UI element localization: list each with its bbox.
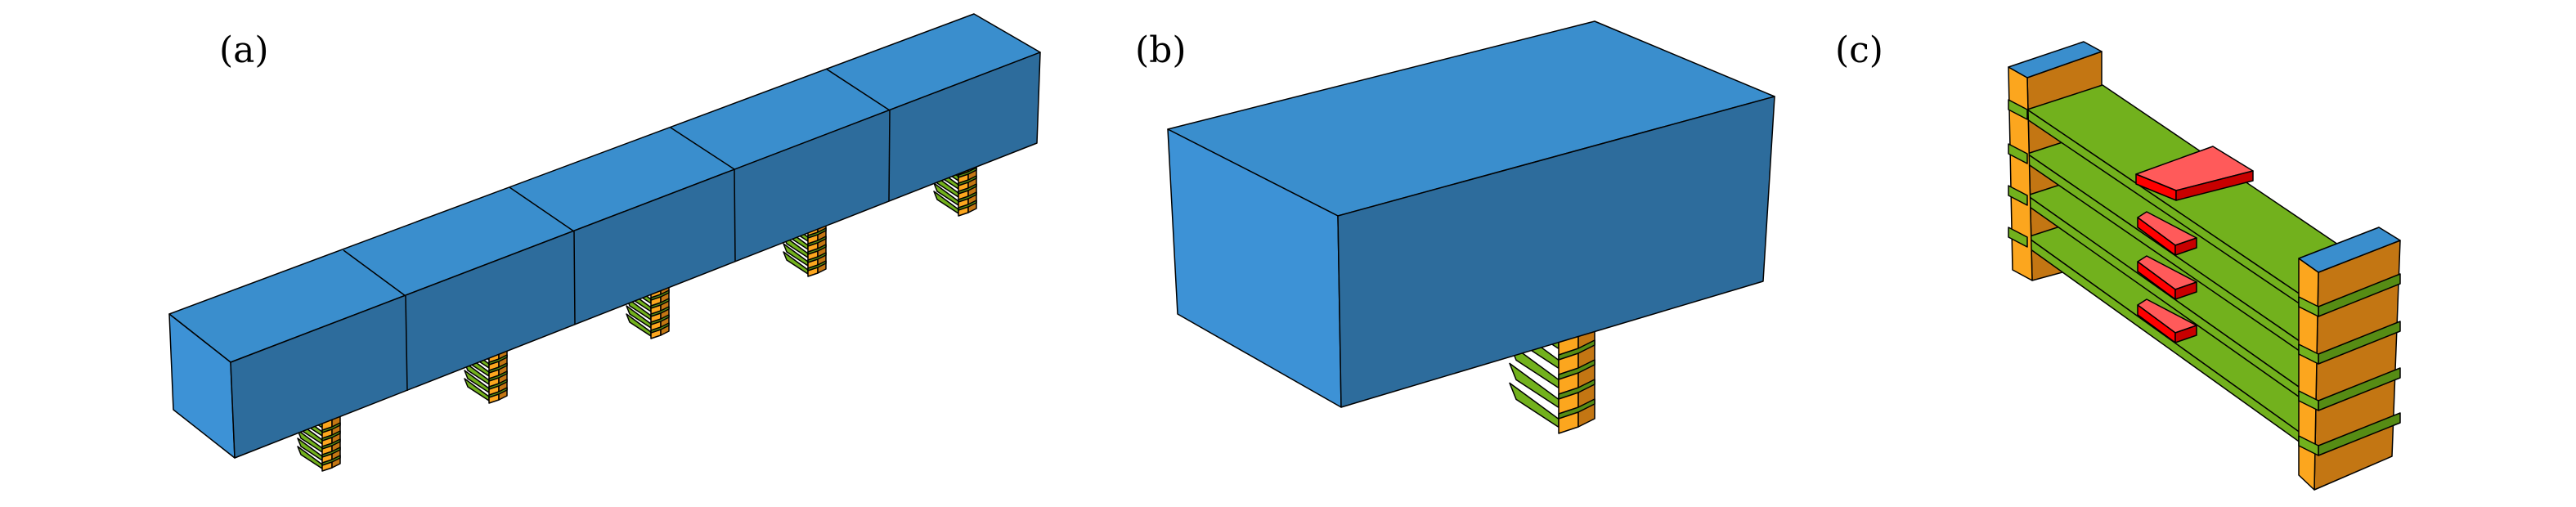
segment-divider bbox=[888, 110, 891, 202]
pier-slab-edge bbox=[321, 438, 341, 450]
pier-slab-edge bbox=[650, 298, 670, 309]
panel-label-b: (b) bbox=[1135, 29, 1187, 71]
pier-slab-edge bbox=[807, 244, 827, 255]
right-post-front-face bbox=[2298, 258, 2319, 491]
component-side bbox=[2174, 237, 2197, 256]
pier-slab-edge bbox=[321, 446, 341, 458]
pier-slab-edge bbox=[958, 167, 977, 178]
segment-divider bbox=[734, 168, 736, 262]
panel-c-rack-model bbox=[2008, 41, 2401, 491]
pier-slab-edge bbox=[807, 260, 827, 271]
shelf-slab-end bbox=[2008, 227, 2028, 248]
segment-divider bbox=[825, 68, 891, 111]
pier-slab-edge bbox=[1558, 398, 1595, 420]
segment-divider bbox=[343, 249, 406, 297]
pier-slab-edge bbox=[958, 175, 977, 186]
pier-slab-edge bbox=[488, 370, 508, 382]
segment-divider bbox=[405, 295, 408, 392]
pier-slab-edge bbox=[958, 200, 977, 211]
pier-slab-edge bbox=[807, 252, 827, 263]
shelf-slab-end bbox=[2008, 99, 2028, 120]
segment-divider bbox=[670, 127, 735, 170]
shelf-slab-end bbox=[2298, 435, 2319, 456]
enclosure-front-face bbox=[230, 52, 1041, 459]
pier-slab-edge bbox=[1558, 379, 1595, 400]
pier-slab-edge bbox=[488, 362, 508, 374]
component-side bbox=[2174, 281, 2197, 300]
block-front-face bbox=[1337, 96, 1775, 408]
segment-divider bbox=[573, 231, 576, 325]
pier-slab-edge bbox=[807, 236, 827, 247]
pier-slab-edge bbox=[488, 379, 508, 390]
pier-slab-edge bbox=[1558, 339, 1595, 361]
pier-slab-edge bbox=[488, 387, 508, 398]
pier-slab-edge bbox=[650, 289, 670, 301]
pier-slab-edge bbox=[321, 430, 341, 442]
component-side bbox=[2174, 325, 2197, 343]
panel-b-block-model bbox=[1167, 20, 1775, 434]
panel-label-c: (c) bbox=[1835, 29, 1883, 71]
right-post-top-face bbox=[2298, 227, 2401, 273]
panel-label-a: (a) bbox=[219, 29, 269, 71]
pier-slab-edge bbox=[321, 455, 341, 466]
pier-slab-edge bbox=[321, 422, 341, 433]
shelf-slab-end bbox=[2298, 343, 2319, 365]
pier-slab-edge bbox=[650, 314, 670, 325]
shelf-slab-end bbox=[2298, 296, 2319, 317]
pier-slab-edge bbox=[488, 354, 508, 366]
segment-divider bbox=[509, 186, 575, 232]
shelf-slab-end bbox=[2008, 143, 2028, 164]
shelf-slab-end bbox=[2298, 390, 2319, 411]
pier-slab-edge bbox=[958, 191, 977, 203]
left-post-top-face bbox=[2008, 41, 2103, 79]
component-side bbox=[2175, 170, 2254, 201]
panel-a-enclosure-model bbox=[168, 13, 1041, 472]
shelf-slab-end bbox=[2008, 185, 2028, 206]
pier-slab-edge bbox=[807, 227, 827, 239]
pier-slab-edge bbox=[958, 183, 977, 195]
pier-slab-edge bbox=[650, 306, 670, 317]
pier-slab-edge bbox=[1558, 359, 1595, 380]
pier-slab-edge bbox=[650, 322, 670, 334]
